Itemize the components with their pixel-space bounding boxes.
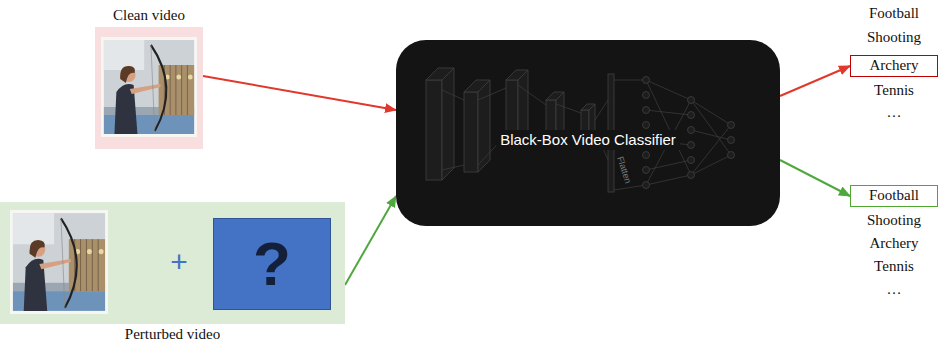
- panel-caption: Perturbed video: [125, 326, 220, 343]
- class-name: Tennis: [874, 258, 914, 275]
- layer-links: [442, 80, 731, 190]
- predicted-class-box: Archery: [850, 55, 938, 76]
- flow-arrow: [345, 196, 396, 285]
- predicted-class-box: Football: [850, 185, 938, 206]
- classifier-box: Black-Box Video Classifier: [396, 40, 780, 226]
- ellipsis: …: [887, 104, 902, 121]
- classifier-name: Black-Box Video Classifier: [496, 130, 680, 149]
- class-name: Shooting: [867, 212, 921, 229]
- flow-arrow: [780, 66, 850, 96]
- flow-arrow: [203, 76, 396, 110]
- question-mark: ?: [253, 233, 291, 295]
- video-panel: Clean video: [95, 27, 203, 149]
- class-name: Football: [869, 5, 919, 22]
- archery-photo: [10, 210, 108, 314]
- class-name: Archery: [869, 57, 918, 74]
- plus-sign: +: [170, 245, 188, 280]
- flow-arrow: [780, 160, 850, 196]
- perturbation-box: ?: [213, 218, 331, 310]
- class-name: Archery: [869, 235, 918, 252]
- class-name: Shooting: [867, 29, 921, 46]
- video-frame: [10, 210, 108, 314]
- video-frame: [101, 37, 197, 137]
- ellipsis: …: [887, 281, 902, 298]
- class-name: Football: [869, 187, 919, 204]
- panel-caption: Clean video: [113, 7, 185, 24]
- archery-photo: [101, 37, 197, 137]
- video-panel: ?Perturbed video+: [0, 202, 345, 324]
- class-name: Tennis: [874, 82, 914, 99]
